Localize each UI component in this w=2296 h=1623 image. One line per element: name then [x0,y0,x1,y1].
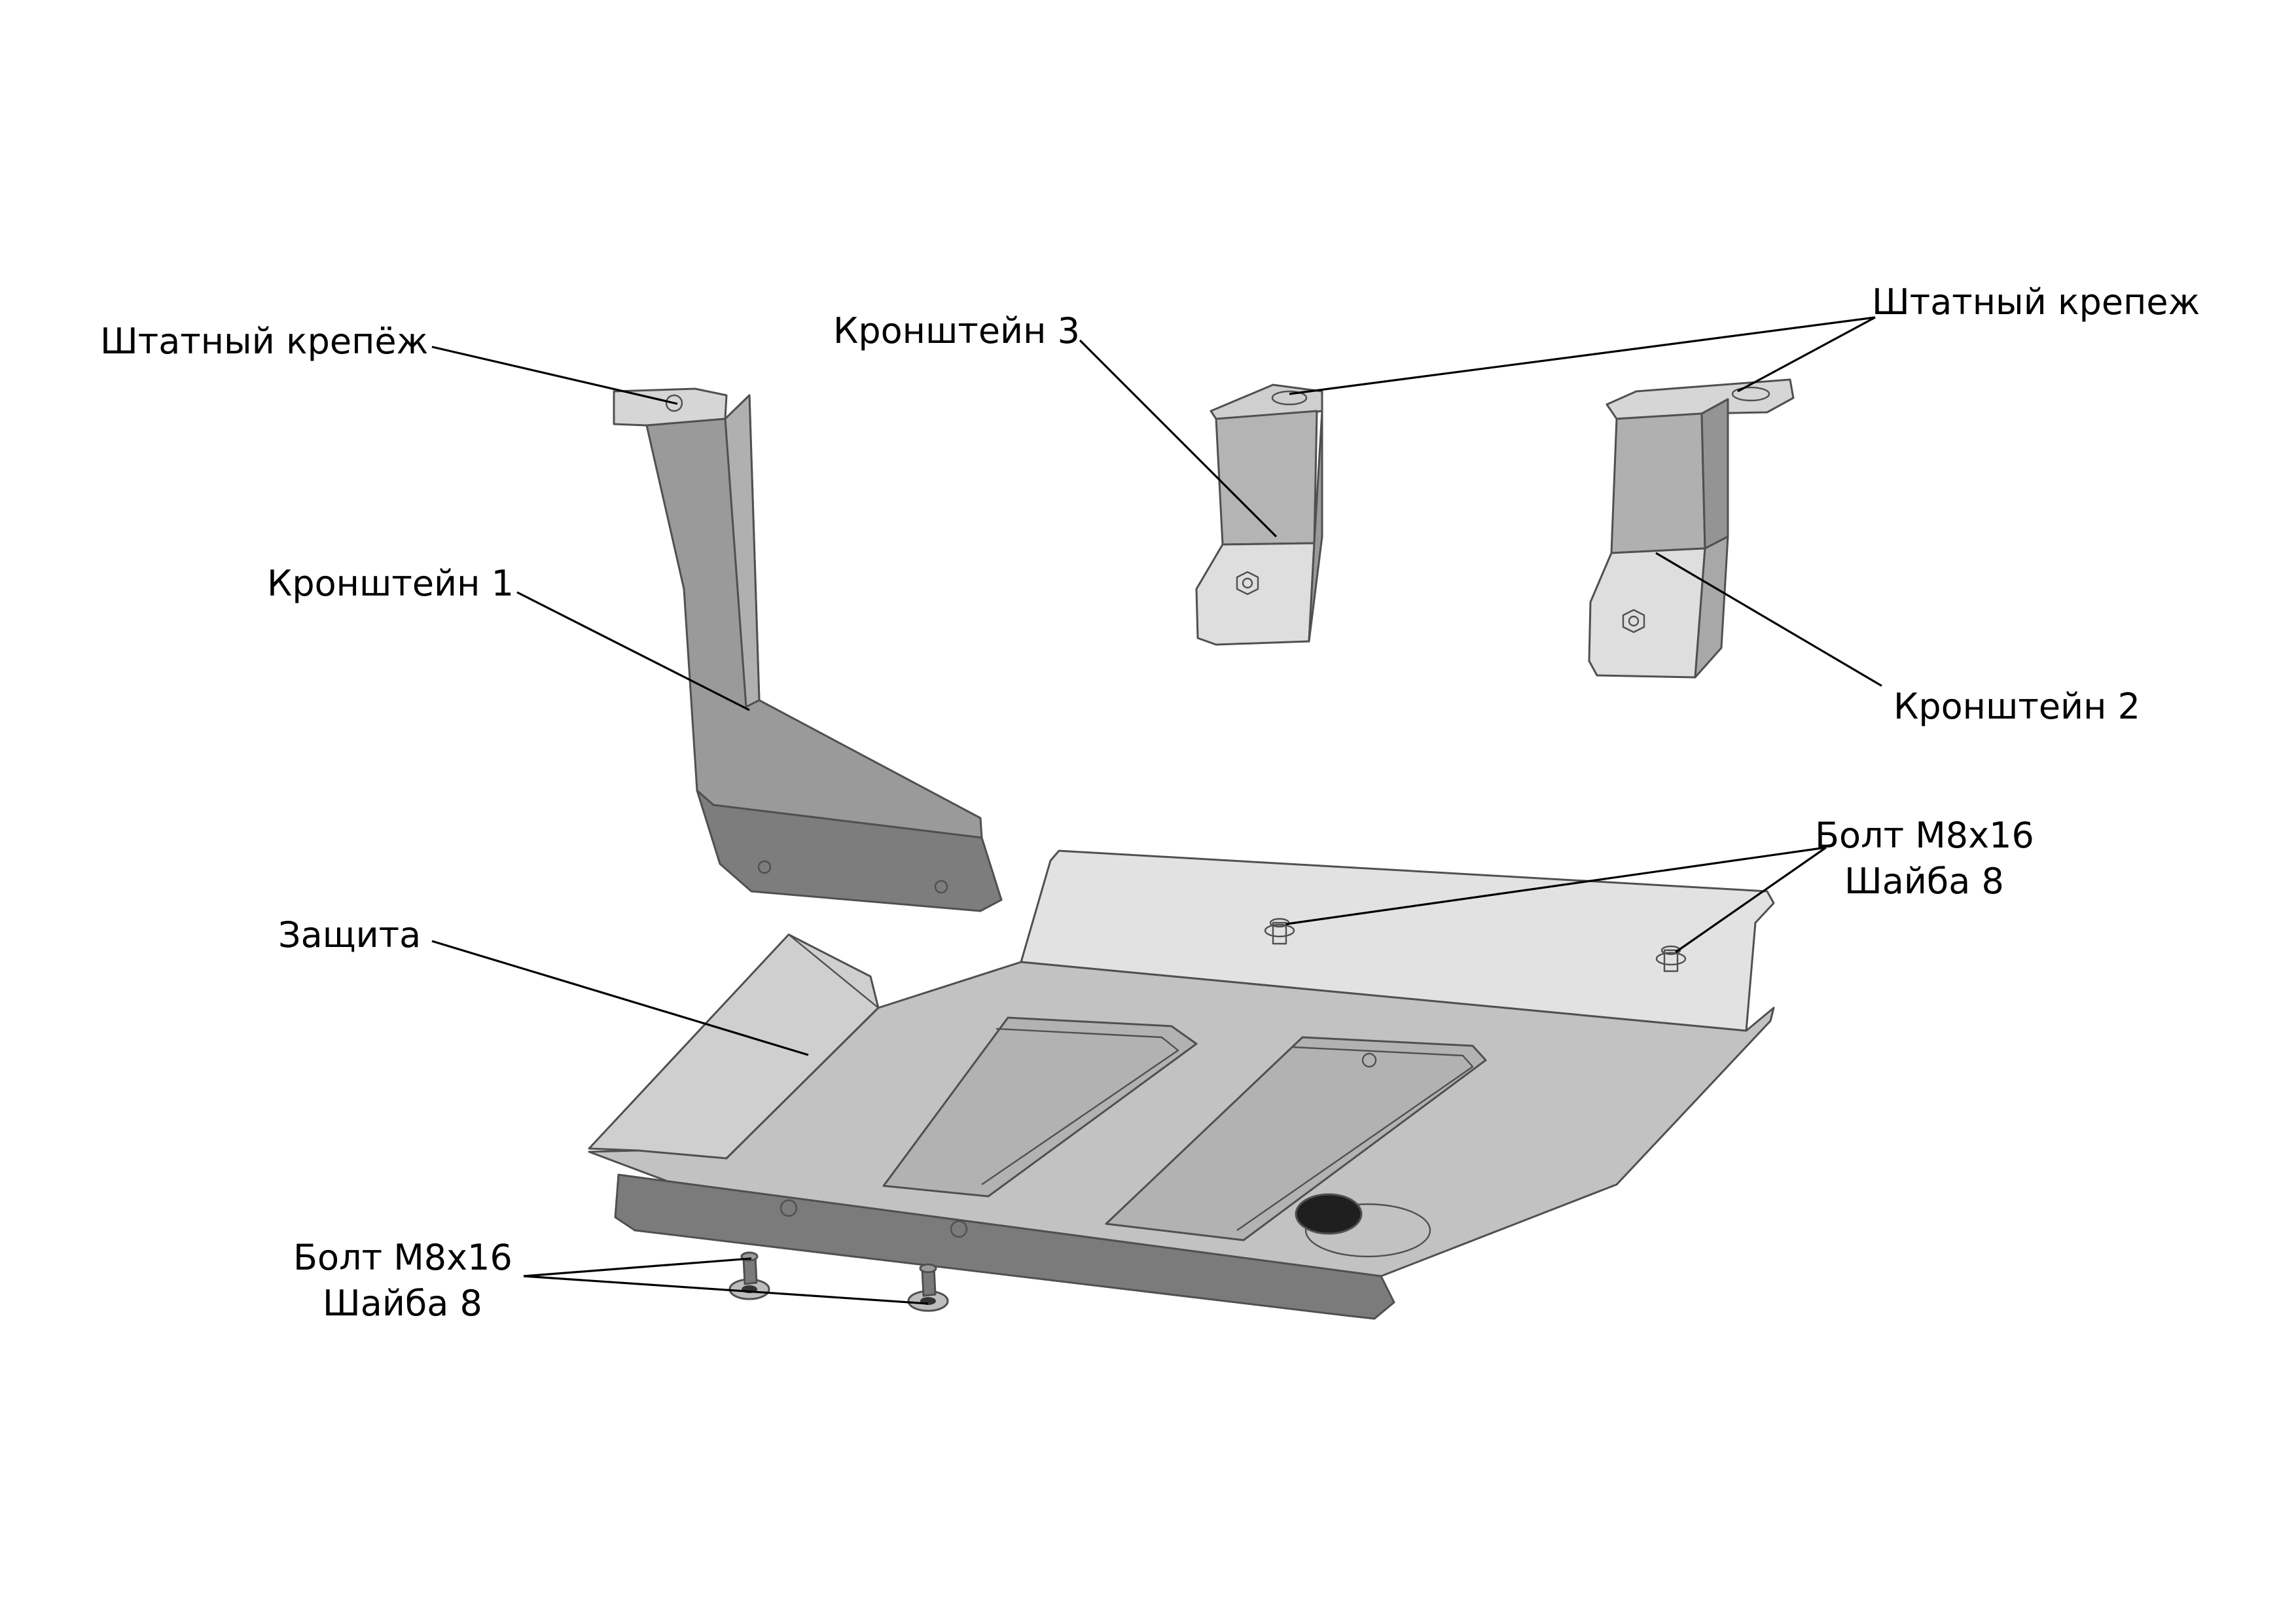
leader-bolt-right-a [1285,846,1827,925]
leader-lines [431,316,1882,1305]
bracket-2 [1588,378,1795,679]
leader-bracket-2 [1655,552,1882,687]
leader-bolt-right-b [1675,846,1827,954]
label-fastener-right: Штатный крепеж [1872,281,2200,323]
label-bolt-right-line1: Болт М8х16 [1815,815,2034,856]
leader-bracket-3 [1079,339,1278,538]
callout-labels: Штатный крепёж Кронштейн 3 Штатный крепе… [100,281,2200,1324]
bolt-washer-front-right [907,1263,949,1312]
label-bracket-2: Кронштейн 2 [1893,686,2140,727]
label-bolt-left-line1: Болт М8х16 [293,1237,512,1278]
label-bracket-3: Кронштейн 3 [833,310,1080,351]
leader-bracket-1 [516,591,750,711]
leader-fastener-right-b [1737,316,1876,393]
label-bolt-right-line2: Шайба 8 [1844,861,2004,902]
skid-plate-guard [588,849,1775,1320]
label-fastener-left: Штатный крепёж [100,321,428,362]
label-bolt-left-line2: Шайба 8 [323,1283,482,1324]
leader-bolt-left-a [523,1257,752,1277]
label-bracket-1: Кронштейн 1 [267,563,514,604]
leader-fastener-right-a [1289,316,1876,395]
label-guard: Защита [278,914,421,955]
bracket-3 [1195,383,1323,646]
leader-bolt-left-b [523,1275,929,1305]
leader-fastener-left [431,346,678,405]
bracket-1 [613,387,1003,912]
leader-guard [431,940,809,1056]
